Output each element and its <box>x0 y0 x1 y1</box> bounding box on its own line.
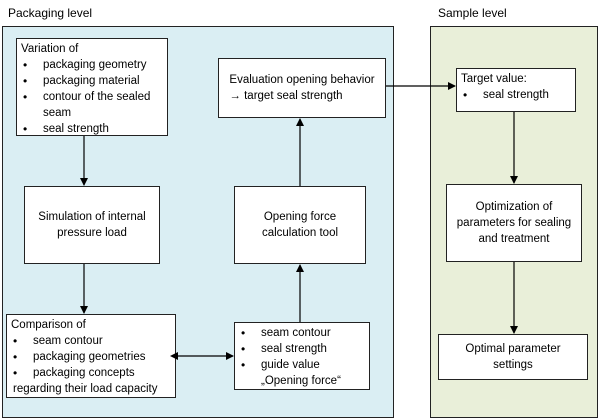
variation-item: contour of the sealed <box>21 89 163 105</box>
seam-list-item: guide value <box>239 357 365 373</box>
simulation-text: Simulation of internal pressure load <box>38 211 146 239</box>
variation-heading: Variation of <box>21 43 79 55</box>
optimal-settings-box: Optimal parameter settings <box>438 334 588 380</box>
comparison-item: packaging concepts <box>11 365 171 381</box>
evaluation-box: Evaluation opening behavior → target sea… <box>218 58 386 118</box>
optimization-box: Optimization of parameters for sealing a… <box>446 184 582 262</box>
comparison-item: seam contour <box>11 333 171 349</box>
comparison-item: packaging geometries <box>11 349 171 365</box>
target-value-box: Target value: seal strength <box>456 68 576 112</box>
comparison-box: Comparison of seam contour packaging geo… <box>6 314 176 398</box>
opening-force-tool-text: Opening force calculation tool <box>261 211 339 239</box>
variation-box: Variation of packaging geometry packagin… <box>16 38 168 137</box>
packaging-level-title: Packaging level <box>8 6 93 20</box>
variation-item: packaging material <box>21 73 163 89</box>
seam-list-item: seam contour <box>239 325 365 341</box>
variation-item: seal strength <box>21 121 163 137</box>
target-value-heading: Target value: <box>461 73 527 85</box>
evaluation-text: Evaluation opening behavior → target sea… <box>229 74 375 102</box>
optimization-text: Optimization of parameters for sealing a… <box>456 201 572 245</box>
optimal-settings-text: Optimal parameter settings <box>465 343 561 371</box>
seam-list-item: seal strength <box>239 341 365 357</box>
seam-list-item-continued: „Opening force“ <box>261 375 341 387</box>
seam-list-box: seam contour seal strength guide value „… <box>234 322 370 390</box>
comparison-heading: Comparison of <box>11 319 86 331</box>
sample-level-title: Sample level <box>438 6 507 20</box>
simulation-box: Simulation of internal pressure load <box>24 186 160 264</box>
variation-item-continued: seam <box>43 107 72 119</box>
opening-force-tool-box: Opening force calculation tool <box>234 186 366 264</box>
target-value-item: seal strength <box>461 87 571 103</box>
comparison-item-continued: regarding their load capacity <box>13 383 158 395</box>
variation-item: packaging geometry <box>21 57 163 73</box>
